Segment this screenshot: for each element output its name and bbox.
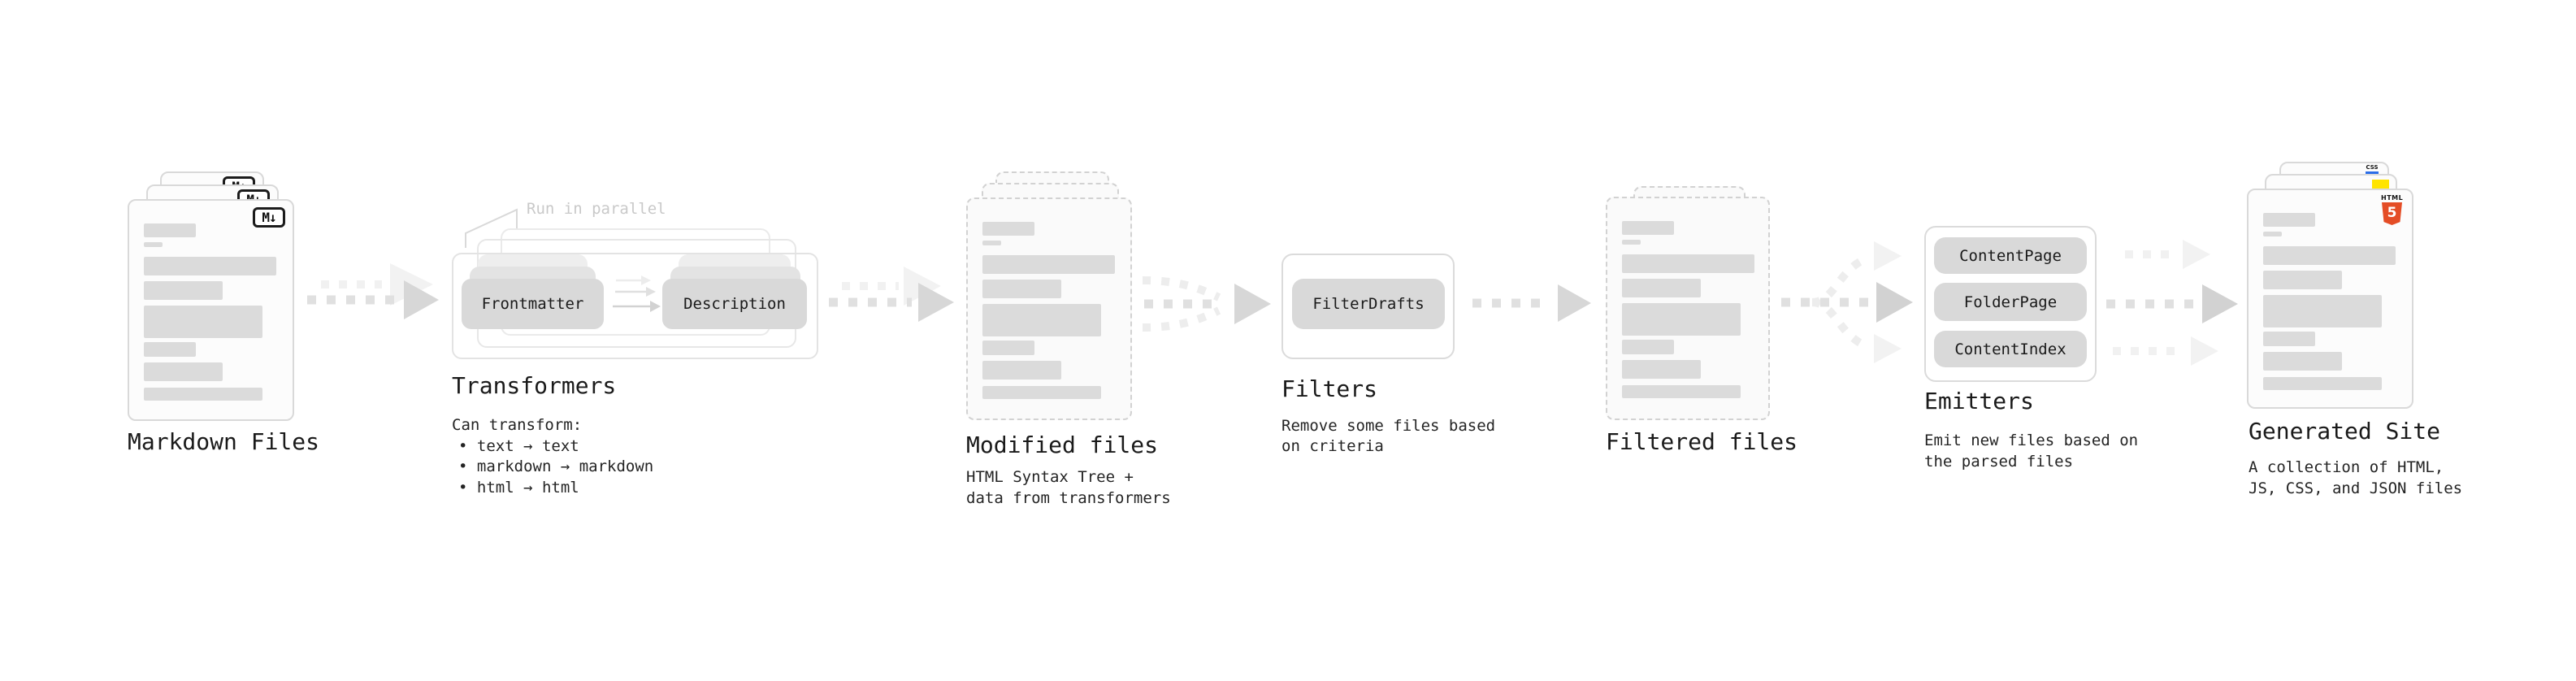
doc-line xyxy=(144,306,262,338)
arrowhead-ghost xyxy=(2191,336,2218,366)
doc-line xyxy=(982,255,1115,274)
modified-files-description: HTML Syntax Tree + xyxy=(966,468,1134,486)
doc-line xyxy=(982,222,1034,236)
arrowhead xyxy=(1558,284,1591,322)
run-in-parallel-note: Run in parallel xyxy=(527,200,666,218)
arrow-markdown-to-transformers xyxy=(307,263,439,319)
doc-line xyxy=(144,223,196,237)
doc-line xyxy=(144,388,262,401)
transformer-layer-front xyxy=(452,253,818,359)
transformers-label: Transformers xyxy=(452,372,617,399)
doc-line xyxy=(1622,303,1741,336)
description-pill: Description xyxy=(662,279,807,329)
generated-site-description: A collection of HTML, xyxy=(2249,458,2444,476)
html5-icon: HTML 5 xyxy=(2381,194,2403,225)
transformers-bullet: • markdown → markdown xyxy=(458,458,654,475)
doc-line xyxy=(982,361,1061,380)
arrowhead-ghost xyxy=(904,267,941,306)
doc-line xyxy=(2263,271,2342,289)
doc-line xyxy=(144,362,223,381)
doc-line xyxy=(1622,360,1701,379)
doc-line xyxy=(2263,377,2382,390)
filtered-files-label: Filtered files xyxy=(1606,428,1798,455)
markdown-document-front: M↓ xyxy=(128,199,294,421)
doc-line xyxy=(1622,221,1674,235)
generated-document-html: HTML 5 xyxy=(2247,189,2413,409)
transformers-bullet: • text → text xyxy=(458,437,579,455)
doc-line xyxy=(2263,232,2282,236)
split-curve-bottom xyxy=(1811,298,1871,351)
arrowhead-ghost xyxy=(390,263,433,306)
arrowhead-ghost xyxy=(2183,240,2210,269)
generated-site-description: JS, CSS, and JSON files xyxy=(2249,479,2463,497)
merge-curve-top xyxy=(1142,276,1221,301)
arrowhead xyxy=(404,280,439,319)
modified-files-label: Modified files xyxy=(966,432,1159,458)
doc-line xyxy=(144,281,223,300)
doc-line xyxy=(1622,340,1674,354)
modified-document-front xyxy=(966,197,1132,420)
doc-line xyxy=(1622,279,1701,297)
html5-shield: 5 xyxy=(2382,202,2402,225)
arrow-modified-to-filters-merge xyxy=(1142,276,1271,332)
arrowhead xyxy=(1234,284,1271,324)
frontmatter-pill: Frontmatter xyxy=(462,279,604,329)
doc-line xyxy=(144,257,276,275)
filters-label: Filters xyxy=(1281,375,1378,402)
doc-line xyxy=(982,280,1061,298)
generated-site-label: Generated Site xyxy=(2249,418,2441,445)
arrowhead-ghost xyxy=(1874,241,1902,271)
doc-line xyxy=(982,340,1034,355)
emitters-description: Emit new files based on xyxy=(1924,432,2139,449)
doc-line xyxy=(2263,332,2315,346)
filterdrafts-pill: FilterDrafts xyxy=(1292,279,1445,329)
modified-files-description: data from transformers xyxy=(966,489,1171,507)
css-icon: CSS xyxy=(2363,165,2381,175)
markdown-icon: M↓ xyxy=(253,207,285,228)
js-icon xyxy=(2372,180,2389,189)
doc-line xyxy=(1622,254,1754,273)
arrowhead xyxy=(1876,282,1913,323)
folderpage-pill: FolderPage xyxy=(1934,283,2087,321)
filters-description: Remove some files based xyxy=(1281,417,1496,435)
arrow-transformers-to-modified xyxy=(829,267,954,322)
split-curve-top xyxy=(1811,254,1871,306)
doc-line xyxy=(144,342,196,357)
doc-line xyxy=(144,242,163,247)
doc-line xyxy=(1622,240,1641,245)
arrow-filters-to-filtered xyxy=(1472,284,1591,322)
merge-curve-bottom xyxy=(1142,306,1221,332)
doc-line xyxy=(2263,213,2315,227)
arrowhead xyxy=(2202,284,2238,323)
doc-line xyxy=(982,386,1101,399)
css-icon-bar xyxy=(2366,171,2379,175)
arrowhead-ghost xyxy=(1874,334,1902,363)
contentpage-pill: ContentPage xyxy=(1934,237,2087,274)
arrowhead xyxy=(918,283,954,322)
arrow-filtered-to-emitters-split xyxy=(1781,241,1913,363)
filters-description: on criteria xyxy=(1281,437,1384,455)
contentindex-pill: ContentIndex xyxy=(1934,331,2087,367)
doc-line xyxy=(2263,295,2382,327)
transformers-description: Can transform: xyxy=(452,416,583,434)
doc-line xyxy=(982,241,1001,245)
doc-line xyxy=(2263,246,2396,265)
markdown-files-label: Markdown Files xyxy=(128,428,320,455)
arrows-emitters-to-generated xyxy=(2106,240,2238,366)
emitters-description: the parsed files xyxy=(1924,453,2074,471)
filtered-document-front xyxy=(1606,197,1770,420)
emitters-label: Emitters xyxy=(1924,388,2034,414)
doc-line xyxy=(1622,385,1741,398)
doc-line xyxy=(982,304,1101,336)
transformers-bullet: • html → html xyxy=(458,479,579,497)
doc-line xyxy=(2263,352,2342,371)
